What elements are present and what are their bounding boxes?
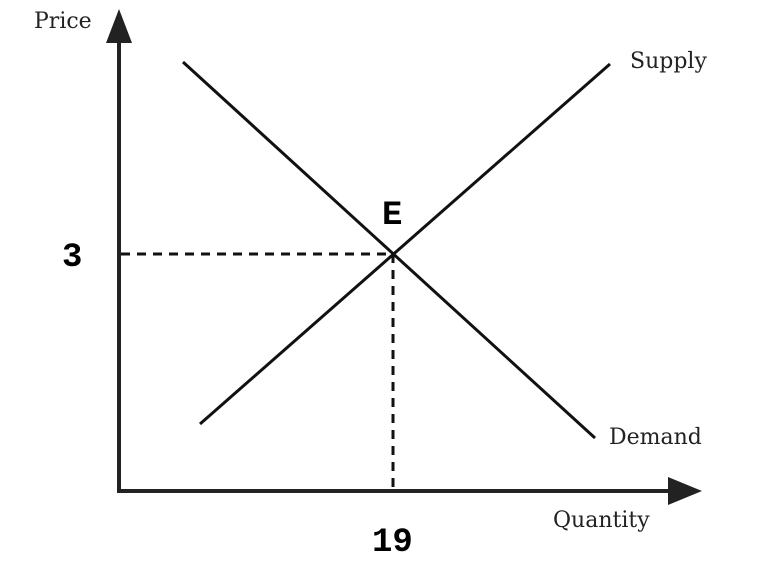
x-axis-arrow-icon: [668, 477, 702, 505]
supply-curve: [199, 62, 611, 426]
y-axis: [106, 9, 132, 491]
equilibrium-label: E: [382, 197, 402, 235]
supply-label: Supply: [630, 49, 707, 74]
equilibrium-price-label: 3: [62, 239, 82, 277]
demand-label: Demand: [609, 425, 702, 450]
y-axis-arrow-icon: [106, 9, 132, 43]
x-axis: [117, 477, 702, 505]
demand-curve: [181, 60, 597, 440]
x-axis-label: Quantity: [553, 508, 650, 533]
y-axis-label: Price: [34, 9, 92, 34]
equilibrium-quantity-label: 19: [372, 524, 413, 562]
